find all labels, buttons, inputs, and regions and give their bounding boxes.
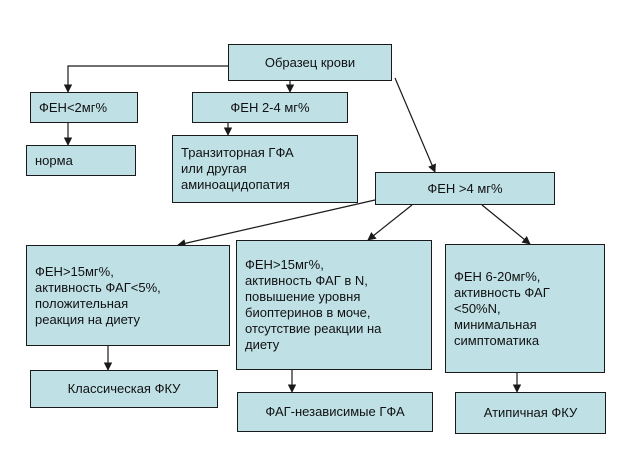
node-pah-independent: ФАГ-независимые ГФА [237,392,433,432]
node-classic-pku-label: Классическая ФКУ [67,381,181,396]
arrow-phe-gt4-to-middle [367,204,413,241]
node-phe-2-4: ФЕН 2-4 мг% [192,92,348,123]
node-left-criteria: ФЕН>15мг%, активность ФАГ<5%, положитель… [26,245,230,346]
node-norma-label: норма [35,152,73,168]
node-blood-sample: Образец крови [228,44,392,81]
node-pah-independent-label: ФАГ-независимые ГФА [265,404,405,419]
node-transient: Транзиторная ГФА или другая аминоацидопа… [172,135,358,203]
arrow-sample-to-phe-gt4 [394,77,436,173]
node-middle-criteria: ФЕН>15мг%, активность ФАГ в N, повышение… [236,240,432,370]
arrow-phe-gt4-to-left [177,199,376,248]
node-phe-2-4-label: ФЕН 2-4 мг% [230,99,310,115]
node-right-criteria: ФЕН 6-20мг%, активность ФАГ <50%N, миним… [445,244,605,373]
node-phe-gt4-label: ФЕН >4 мг% [427,180,503,196]
node-classic-pku: Классическая ФКУ [30,370,218,408]
node-blood-sample-label: Образец крови [264,54,356,70]
node-middle-criteria-label: ФЕН>15мг%, активность ФАГ в N, повышение… [245,257,382,352]
node-atypical-pku: Атипичная ФКУ [455,392,606,434]
node-phe-gt4: ФЕН >4 мг% [375,172,555,205]
node-right-criteria-label: ФЕН 6-20мг%, активность ФАГ <50%N, миним… [454,268,550,348]
node-left-criteria-label: ФЕН>15мг%, активность ФАГ<5%, положитель… [35,263,161,327]
node-norma: норма [26,145,136,176]
arrow-phe-gt4-to-right [481,204,531,245]
node-transient-label: Транзиторная ГФА или другая аминоацидопа… [181,145,294,192]
node-phe-lt2-label: ФЕН<2мг% [39,99,108,115]
arrow-sample-to-phe-lt2 [63,65,228,93]
node-atypical-pku-label: Атипичная ФКУ [483,405,578,420]
node-phe-lt2: ФЕН<2мг% [30,92,138,123]
